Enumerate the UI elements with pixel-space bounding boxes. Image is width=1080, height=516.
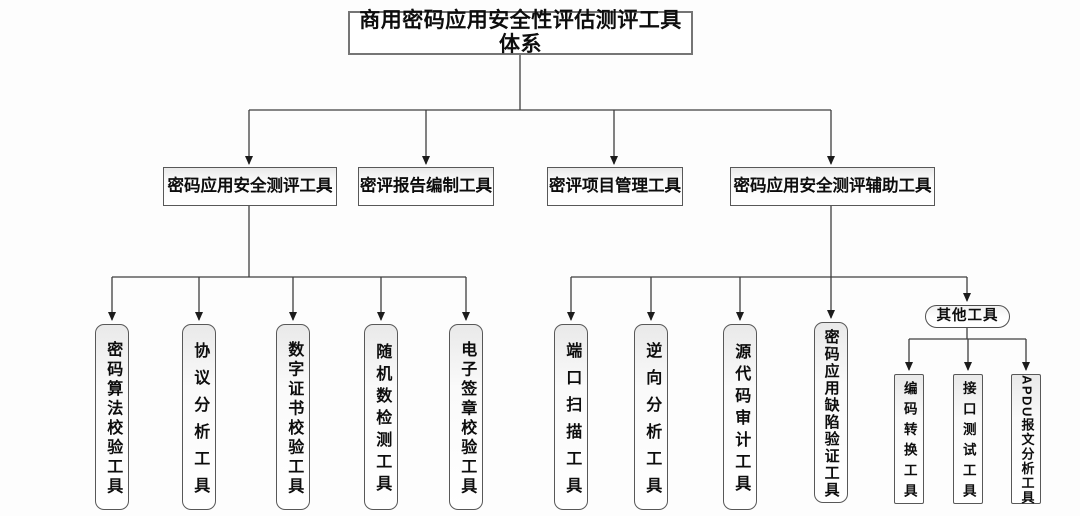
node-source-code-audit: 源代码审计工具 xyxy=(723,324,757,510)
node-other-tools: 其他工具 xyxy=(925,305,1010,328)
node-interface-test: 接口测试工具 xyxy=(953,374,983,504)
node-root-label: 商用密码应用安全性评估测评工具体系 xyxy=(359,8,682,56)
node-random-number-test-label: 随机数检测工具 xyxy=(373,343,391,497)
node-apdu-analysis-label: APDU报文分析工具 xyxy=(1019,374,1035,505)
node-crypto-defect-verify-label: 密码应用缺陷验证工具 xyxy=(822,328,840,499)
node-security-eval-tools: 密码应用安全测评工具 xyxy=(163,167,337,206)
node-interface-test-label: 接口测试工具 xyxy=(960,381,976,504)
node-crypto-algorithm-verify: 密码算法校验工具 xyxy=(95,324,129,510)
node-aux-eval-tools: 密码应用安全测评辅助工具 xyxy=(730,167,935,206)
node-crypto-algorithm-verify-label: 密码算法校验工具 xyxy=(104,340,122,497)
node-other-tools-label: 其他工具 xyxy=(936,308,999,325)
node-root: 商用密码应用安全性评估测评工具体系 xyxy=(348,8,693,56)
node-report-compile-tools-label: 密评报告编制工具 xyxy=(360,177,492,196)
node-digital-cert-verify-label: 数字证书校验工具 xyxy=(285,340,303,497)
node-protocol-analysis-label: 协议分析工具 xyxy=(191,341,209,504)
node-crypto-defect-verify: 密码应用缺陷验证工具 xyxy=(814,322,848,503)
node-encoding-convert-label: 编码转换工具 xyxy=(901,381,917,504)
node-report-compile-tools: 密评报告编制工具 xyxy=(358,167,494,206)
node-security-eval-tools-label: 密码应用安全测评工具 xyxy=(167,177,333,196)
node-project-mgmt-tools-label: 密评项目管理工具 xyxy=(549,177,681,196)
node-protocol-analysis: 协议分析工具 xyxy=(182,324,216,510)
node-esignature-verify-label: 电子签章校验工具 xyxy=(458,340,476,497)
node-digital-cert-verify: 数字证书校验工具 xyxy=(276,324,310,510)
node-apdu-analysis: APDU报文分析工具 xyxy=(1011,374,1041,505)
node-esignature-verify: 电子签章校验工具 xyxy=(449,324,483,510)
node-reverse-analysis-label: 逆向分析工具 xyxy=(643,341,661,504)
node-encoding-convert: 编码转换工具 xyxy=(894,374,924,504)
node-port-scan-label: 端口扫描工具 xyxy=(563,341,581,504)
node-source-code-audit-label: 源代码审计工具 xyxy=(732,343,750,497)
node-reverse-analysis: 逆向分析工具 xyxy=(634,324,668,510)
node-random-number-test: 随机数检测工具 xyxy=(364,324,398,510)
node-project-mgmt-tools: 密评项目管理工具 xyxy=(547,167,683,206)
node-port-scan: 端口扫描工具 xyxy=(554,324,588,510)
node-aux-eval-tools-label: 密码应用安全测评辅助工具 xyxy=(733,177,932,196)
